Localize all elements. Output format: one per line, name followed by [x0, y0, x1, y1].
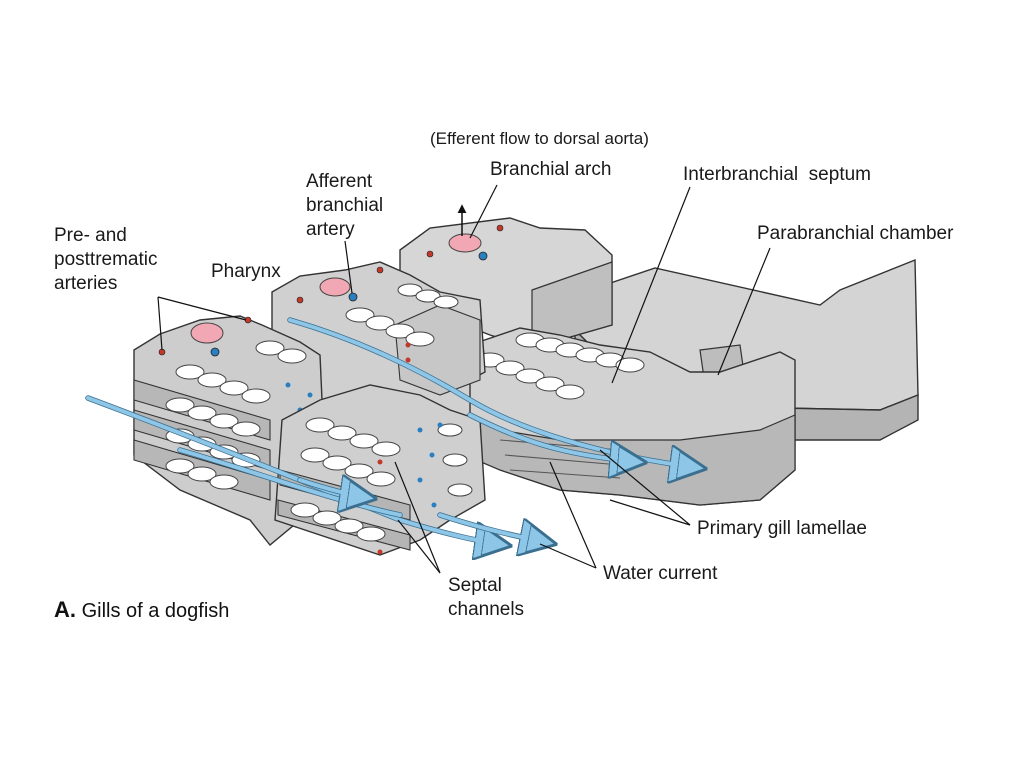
- efferent-flow-label: (Efferent flow to dorsal aorta): [430, 129, 649, 148]
- interbranchial-septum-label: Interbranchial septum: [683, 164, 871, 185]
- parabranchial-chamber-label: Parabranchial chamber: [757, 223, 954, 244]
- pre-posttrematic-label: Pre- and posttrematic arteries: [54, 225, 158, 294]
- leader-lines: [157, 184, 771, 574]
- pharynx-label: Pharynx: [211, 261, 281, 282]
- caption-letter: A.: [54, 597, 76, 622]
- septal-channels-label: Septal channels: [448, 575, 525, 620]
- primary-gill-lamellae-label: Primary gill lamellae: [697, 518, 867, 539]
- figure-caption: A. Gills of a dogfish: [54, 597, 229, 623]
- afferent-artery-label: Afferent branchial artery: [306, 171, 384, 240]
- water-current-arrows: [85, 317, 700, 545]
- water-current-label: Water current: [603, 563, 718, 584]
- caption-text: Gills of a dogfish: [81, 600, 230, 622]
- branchial-arch-label: Branchial arch: [490, 159, 612, 180]
